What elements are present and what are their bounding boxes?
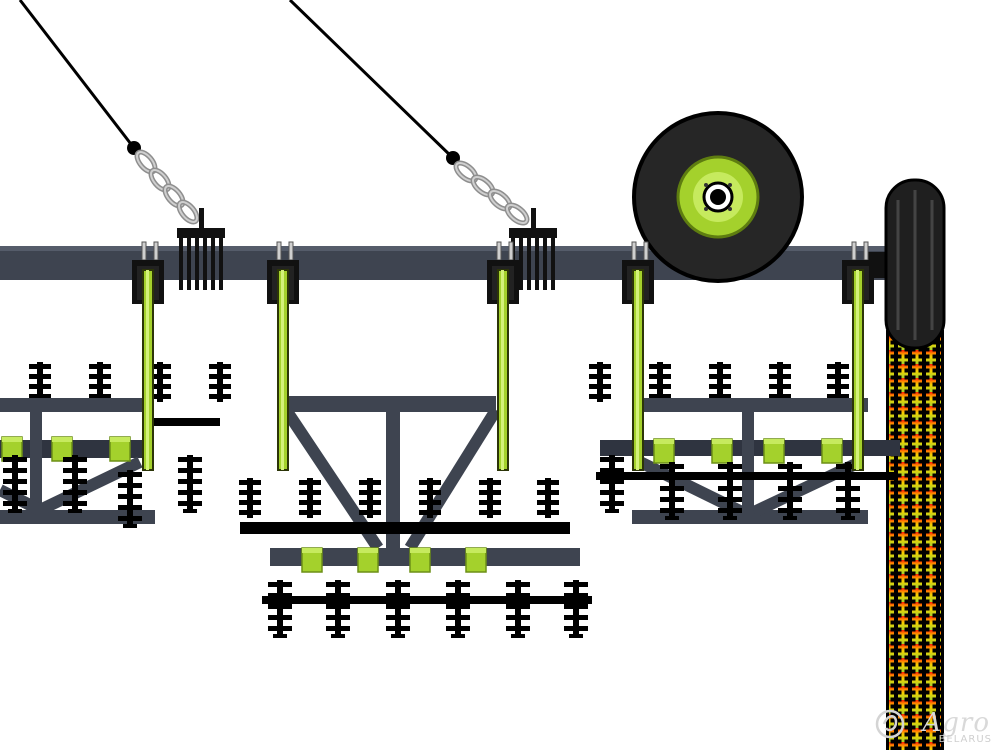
tire-track-icon	[886, 330, 944, 750]
harrow-section-center	[239, 396, 592, 638]
brand-name: Agro	[922, 708, 990, 738]
brand-watermark: Agro BELARUS	[874, 702, 994, 746]
wheel-icon	[632, 111, 804, 283]
transport-tire	[868, 178, 946, 350]
hanger-rod	[131, 241, 165, 471]
chain-icon	[134, 149, 201, 225]
harrow-section-left	[0, 362, 231, 528]
harrow-section-right	[589, 362, 900, 524]
hanger-rod	[621, 241, 655, 471]
brand-region: BELARUS	[938, 734, 992, 745]
hanger-rod	[266, 241, 300, 471]
rope-right	[288, 0, 460, 165]
rope-left	[18, 0, 141, 155]
chain-icon	[453, 160, 530, 227]
hanger-rod	[486, 241, 520, 471]
hanger-rod	[841, 241, 875, 471]
brand-logo-icon	[875, 709, 905, 739]
